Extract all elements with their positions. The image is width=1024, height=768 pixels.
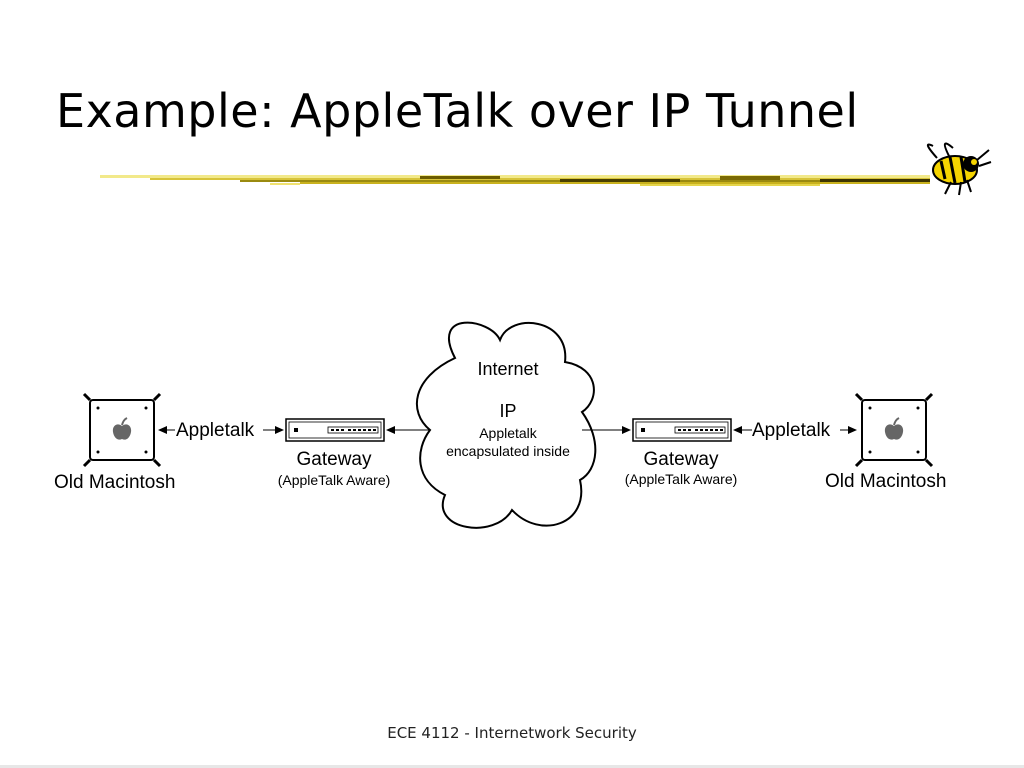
left-gateway-label: Gateway	[296, 449, 372, 470]
left-gateway-sublabel: (AppleTalk Aware)	[277, 472, 391, 488]
mac-computer-icon-right	[854, 392, 934, 468]
yellow-jacket-logo-icon	[926, 142, 992, 196]
left-link-label: Appletalk	[176, 420, 255, 441]
cloud-protocol-label: IP	[499, 401, 517, 421]
right-gateway-sublabel: (AppleTalk Aware)	[624, 471, 738, 487]
slide-title: Example: AppleTalk over IP Tunnel	[56, 84, 859, 138]
cloud-payload-line2: encapsulated inside	[446, 443, 570, 459]
right-link-label: Appletalk	[752, 420, 831, 441]
router-icon-left	[285, 418, 385, 442]
mac-computer-icon-left	[82, 392, 162, 468]
right-host-label: Old Macintosh	[825, 471, 947, 492]
title-underline-stripes	[100, 175, 930, 186]
router-icon-right	[632, 418, 732, 442]
left-host-label: Old Macintosh	[54, 472, 176, 493]
internet-cloud	[415, 321, 597, 529]
title-underline	[100, 142, 992, 196]
right-gateway-label: Gateway	[643, 449, 719, 470]
cloud-label: Internet	[477, 359, 539, 379]
bottom-divider	[0, 765, 1024, 768]
cloud-payload-line1: Appletalk	[479, 425, 537, 441]
slide-footer: ECE 4112 - Internetwork Security	[387, 724, 637, 742]
